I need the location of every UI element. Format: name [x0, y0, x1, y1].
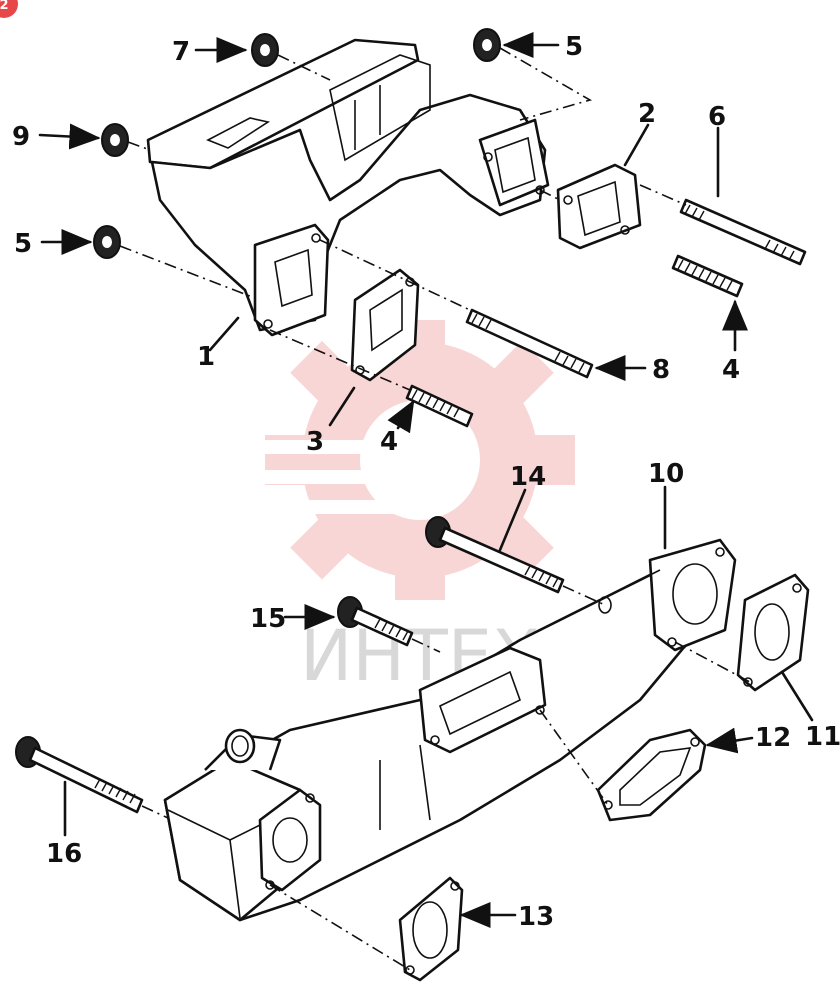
callout-15: 15 [250, 604, 336, 634]
gasket-12 [596, 728, 707, 822]
bolt-16 [15, 736, 144, 814]
bolt-15 [337, 596, 414, 647]
callout-4-right: 4 [722, 299, 748, 385]
stud-4-left [405, 384, 474, 428]
callout-9: 9 [12, 122, 101, 152]
nut-5-top [473, 28, 501, 62]
svg-text:12: 12 [755, 723, 791, 753]
nut-7 [251, 33, 279, 67]
lower-manifold [163, 538, 737, 922]
svg-text:13: 13 [518, 902, 554, 932]
callout-2: 2 [623, 99, 656, 167]
svg-text:5: 5 [565, 32, 583, 62]
callout-5-left: 5 [14, 229, 93, 259]
callout-5-top: 5 [502, 32, 583, 62]
callout-6: 6 [708, 102, 726, 198]
watermark-gear-logo [250, 320, 575, 600]
stud-6 [679, 198, 807, 266]
gasket-11 [736, 573, 810, 692]
svg-text:15: 15 [250, 604, 286, 634]
svg-text:2: 2 [0, 0, 9, 13]
svg-text:16: 16 [46, 839, 82, 869]
callout-8: 8 [594, 355, 670, 385]
nut-9 [101, 123, 129, 157]
svg-text:7: 7 [172, 37, 190, 67]
callout-14: 14 [498, 462, 546, 552]
svg-text:14: 14 [510, 462, 546, 492]
bolt-14 [425, 516, 565, 594]
upper-manifold [146, 38, 550, 337]
svg-text:2: 2 [638, 99, 656, 129]
svg-text:10: 10 [648, 459, 684, 489]
stud-8 [465, 308, 594, 379]
page-badge: 2 [0, 0, 18, 18]
callout-1: 1 [197, 316, 240, 372]
nut-5-left [93, 225, 121, 259]
gasket-3 [350, 268, 420, 382]
svg-text:8: 8 [652, 355, 670, 385]
callout-16: 16 [46, 780, 82, 869]
gasket-13 [398, 876, 464, 982]
gasket-2 [556, 163, 642, 250]
callout-12: 12 [705, 723, 791, 754]
svg-text:4: 4 [722, 355, 740, 385]
callout-7: 7 [172, 37, 248, 67]
svg-text:9: 9 [12, 122, 30, 152]
stud-4-right [671, 254, 744, 298]
svg-text:3: 3 [306, 427, 324, 457]
svg-text:11: 11 [805, 722, 840, 752]
callout-4-left: 4 [380, 399, 415, 457]
callout-11: 11 [780, 670, 840, 752]
svg-text:5: 5 [14, 229, 32, 259]
svg-text:6: 6 [708, 102, 726, 132]
callout-10: 10 [648, 459, 684, 550]
callout-13: 13 [459, 902, 554, 932]
callout-3: 3 [306, 386, 356, 457]
svg-text:1: 1 [197, 342, 215, 372]
svg-text:4: 4 [380, 427, 398, 457]
